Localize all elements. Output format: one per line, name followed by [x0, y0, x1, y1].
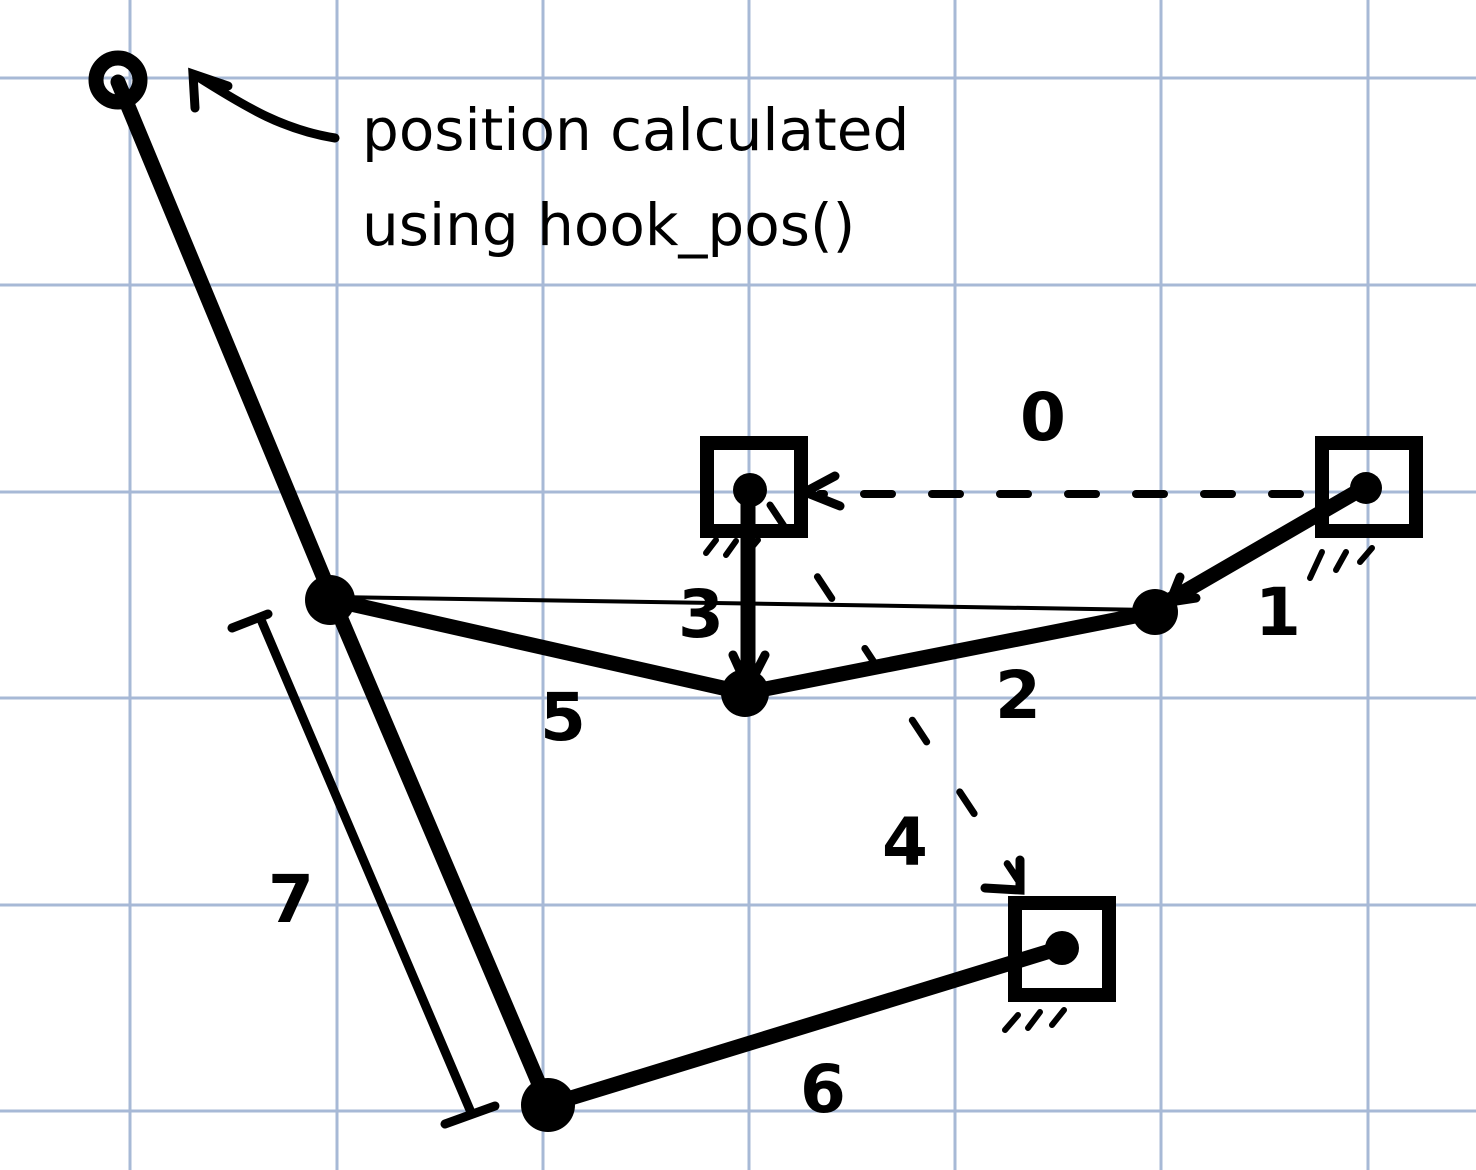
ground-hatch-top-right	[1307, 545, 1375, 581]
joint-right	[1132, 589, 1178, 635]
annotation-line-2: using hook_pos()	[362, 191, 855, 259]
hook-position-marker	[88, 50, 148, 110]
reference-line	[331, 595, 1157, 612]
annotation-arrow	[190, 70, 340, 143]
dimension-7-line	[257, 617, 475, 1115]
link-label-3: 3	[678, 576, 724, 653]
link-label-2: 2	[995, 657, 1041, 734]
link-label-6: 6	[800, 1051, 846, 1128]
dimension-7-cap-bottom	[440, 1101, 500, 1129]
link-4-arrowhead	[980, 855, 1025, 895]
link-label-4: 4	[882, 804, 928, 881]
annotation-arrowhead	[188, 67, 233, 113]
link-label-7: 7	[268, 861, 314, 938]
link-5	[325, 592, 753, 701]
joint-left	[305, 575, 355, 625]
link-lower-arm	[325, 592, 556, 1113]
link-label-0: 0	[1020, 379, 1066, 456]
joint-center	[721, 669, 769, 717]
ground-hatch-top-middle	[703, 537, 761, 558]
link-1	[1162, 479, 1373, 608]
link-6	[540, 940, 1068, 1113]
anchor-box-top-right	[1315, 436, 1423, 538]
anchor-point-top-right	[1350, 472, 1382, 504]
anchor-box-top-middle	[700, 436, 808, 538]
anchor-box-bottom	[1008, 896, 1116, 1002]
anchor-point-bottom	[1045, 931, 1079, 965]
ground-hatch-bottom	[1002, 1007, 1067, 1033]
joint-bottom	[521, 1078, 575, 1132]
link-2	[737, 604, 1163, 701]
link-label-5: 5	[540, 679, 586, 756]
link-upper-arm	[110, 74, 341, 608]
anchor-point-top-middle	[733, 473, 767, 507]
dimension-7-cap-top	[227, 609, 273, 633]
link-label-1: 1	[1255, 574, 1301, 651]
annotation-line-1: position calculated	[362, 96, 909, 164]
